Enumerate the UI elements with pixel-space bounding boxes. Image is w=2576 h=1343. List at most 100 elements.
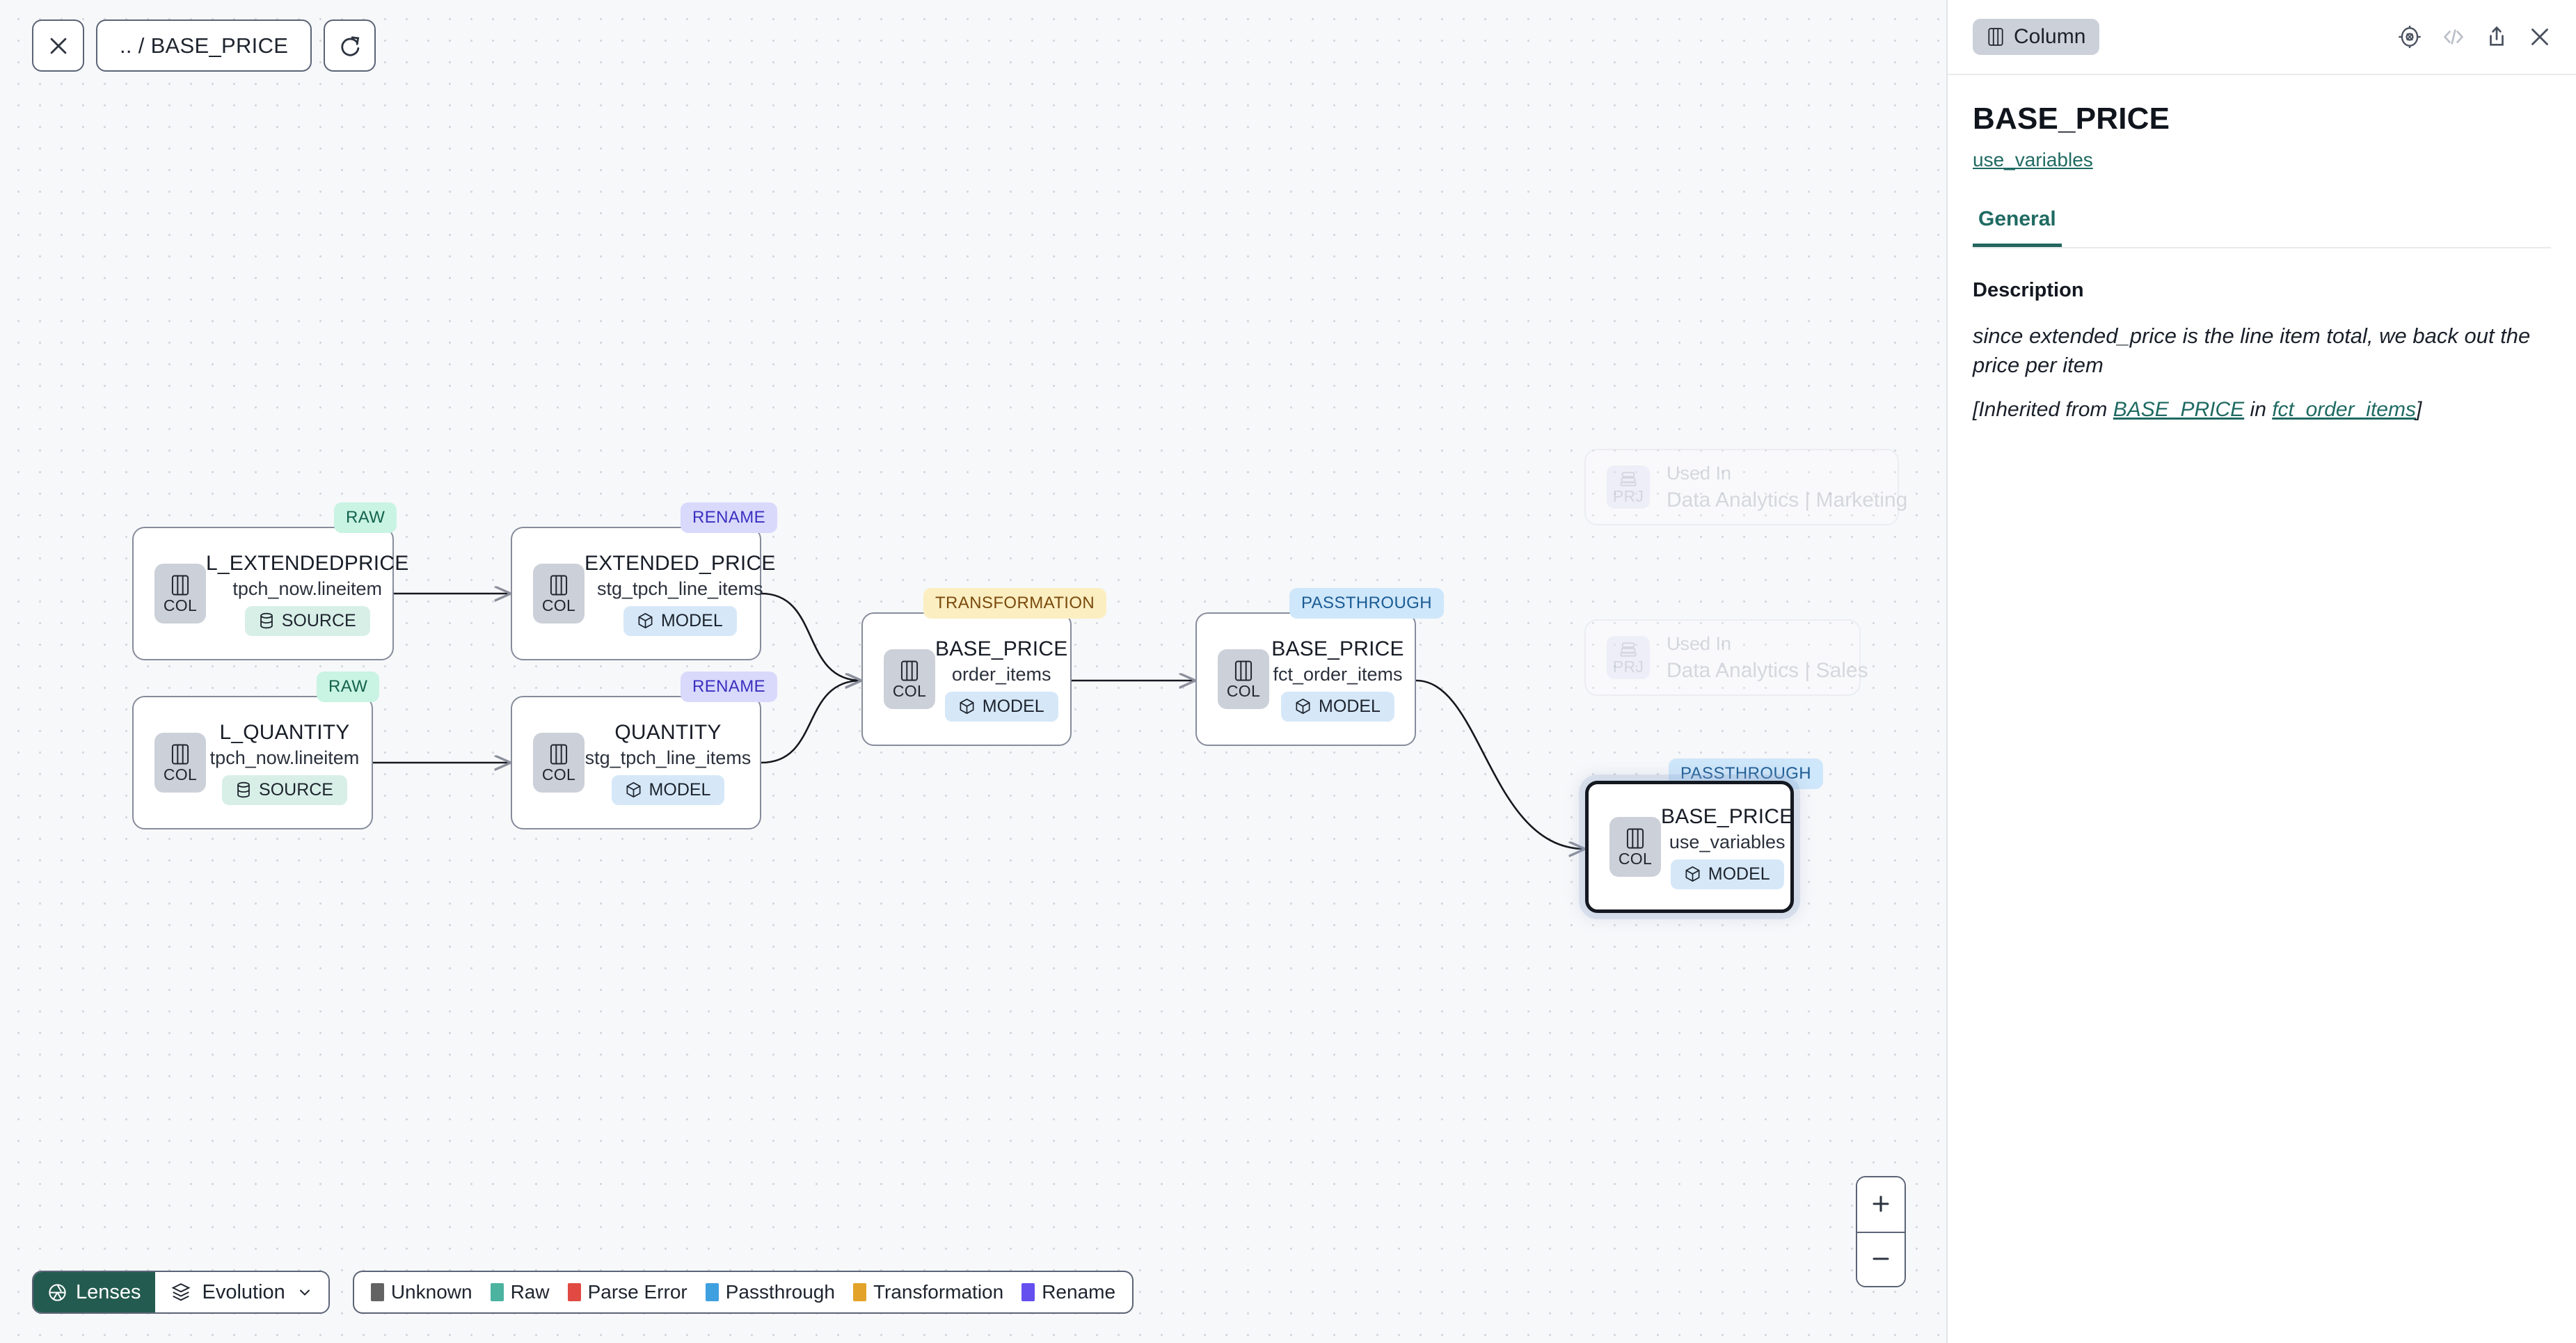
column-icon bbox=[171, 743, 189, 765]
node-title: EXTENDED_PRICE bbox=[585, 551, 776, 575]
column-icon bbox=[550, 574, 568, 596]
node-kind-prj: PRJ bbox=[1607, 466, 1650, 509]
inherited-model-link[interactable]: fct_order_items bbox=[2272, 397, 2416, 421]
details-panel: Column bbox=[1946, 0, 2576, 1343]
node-quantity[interactable]: COL QUANTITY stg_tpch_line_items MODEL bbox=[511, 696, 761, 829]
legend-item-transformation: Transformation bbox=[852, 1281, 1004, 1303]
lenses-control-group: Lenses Evolution bbox=[32, 1271, 330, 1314]
cube-icon bbox=[1685, 866, 1700, 882]
lenses-tag: Lenses bbox=[33, 1272, 155, 1312]
node-title: BASE_PRICE bbox=[1271, 637, 1404, 660]
node-title: QUANTITY bbox=[614, 720, 722, 744]
materialization-label: SOURCE bbox=[281, 610, 356, 630]
details-panel-actions bbox=[2397, 24, 2552, 49]
lineage-canvas[interactable]: RAW COL L_EXTENDEDPRICE tpch_now.lineite… bbox=[0, 0, 1946, 1343]
node-kind-col: COL bbox=[154, 564, 206, 623]
lineage-edges bbox=[373, 0, 1946, 1343]
plus-icon bbox=[1873, 1195, 1889, 1211]
node-l-quantity[interactable]: COL L_QUANTITY tpch_now.lineitem SOURCE bbox=[132, 696, 373, 829]
close-lineage-button[interactable] bbox=[32, 19, 84, 72]
node-l-extendedprice[interactable]: COL L_EXTENDEDPRICE tpch_now.lineitem SO… bbox=[132, 527, 408, 660]
breadcrumb-button[interactable]: .. / BASE_PRICE bbox=[96, 19, 312, 72]
close-icon[interactable] bbox=[2527, 24, 2552, 49]
project-icon bbox=[1620, 642, 1637, 657]
materialization-label: MODEL bbox=[649, 779, 711, 800]
ghost-project-name: Data Analytics | Sales bbox=[1667, 658, 1868, 682]
zoom-out-button[interactable] bbox=[1857, 1232, 1905, 1286]
node-kind-col: COL bbox=[533, 733, 585, 793]
op-badge-passthrough-fct: PASSTHROUGH bbox=[1289, 588, 1444, 619]
materialization-label: SOURCE bbox=[259, 779, 333, 800]
compass-icon-glyph bbox=[2399, 25, 2421, 49]
materialization-chip-source: SOURCE bbox=[222, 774, 347, 805]
entity-type-label: Column bbox=[2014, 25, 2086, 48]
minus-icon bbox=[1873, 1257, 1889, 1260]
legend-swatch bbox=[490, 1283, 504, 1301]
node-kind-col: COL bbox=[533, 564, 585, 623]
node-title: L_EXTENDEDPRICE bbox=[206, 551, 409, 575]
page-title: BASE_PRICE bbox=[1973, 102, 2170, 136]
cube-icon bbox=[638, 612, 653, 629]
materialization-chip-source: SOURCE bbox=[244, 605, 370, 636]
code-icon[interactable] bbox=[2441, 24, 2466, 49]
node-kind-label: COL bbox=[163, 596, 198, 614]
materialization-label: MODEL bbox=[1319, 696, 1381, 716]
column-icon bbox=[1626, 827, 1644, 849]
node-extended-price[interactable]: COL EXTENDED_PRICE stg_tpch_line_items M… bbox=[511, 527, 775, 660]
ghost-node-used-in-marketing[interactable]: PRJ Used In Data Analytics | Marketing bbox=[1584, 449, 1907, 525]
inherited-column-link[interactable]: BASE_PRICE bbox=[2113, 397, 2245, 421]
node-fct-order-items[interactable]: COL BASE_PRICE fct_order_items MODEL bbox=[1195, 612, 1416, 746]
legend-item-raw: Raw bbox=[490, 1281, 550, 1303]
node-kind-col: COL bbox=[884, 649, 935, 709]
column-icon bbox=[900, 660, 919, 681]
materialization-label: MODEL bbox=[660, 610, 723, 630]
column-icon bbox=[171, 574, 189, 596]
legend-label: Unknown bbox=[390, 1281, 472, 1303]
legend-label: Transformation bbox=[873, 1281, 1004, 1303]
legend-label: Rename bbox=[1042, 1281, 1116, 1303]
node-kind-label: COL bbox=[541, 765, 576, 784]
op-badge-rename-quantity: RENAME bbox=[681, 672, 778, 702]
layers-icon bbox=[170, 1283, 191, 1301]
op-badge-rename-extended-price: RENAME bbox=[681, 502, 778, 533]
details-panel-header: Column bbox=[1948, 0, 2576, 75]
entity-type-chip: Column bbox=[1973, 19, 2100, 55]
database-icon bbox=[260, 612, 273, 629]
legend-swatch bbox=[370, 1283, 384, 1301]
compass-icon[interactable] bbox=[2397, 24, 2422, 49]
description-section: Description since extended_price is the … bbox=[1948, 248, 2576, 422]
node-title: BASE_PRICE bbox=[935, 637, 1068, 660]
database-icon bbox=[237, 781, 250, 798]
node-kind-label: PRJ bbox=[1612, 486, 1644, 505]
node-kind-label: COL bbox=[1618, 849, 1653, 868]
zoom-in-button[interactable] bbox=[1857, 1177, 1905, 1232]
tab-general[interactable]: General bbox=[1973, 207, 2062, 247]
code-icon-glyph bbox=[2443, 29, 2464, 45]
parent-model-link[interactable]: use_variables bbox=[1973, 149, 2093, 170]
aperture-icon bbox=[49, 1283, 66, 1301]
node-subtitle: stg_tpch_line_items bbox=[596, 578, 763, 599]
ghost-node-used-in-sales[interactable]: PRJ Used In Data Analytics | Sales bbox=[1584, 619, 1868, 696]
node-kind-label: PRJ bbox=[1612, 657, 1644, 676]
description-text: since extended_price is the line item to… bbox=[1973, 324, 2531, 377]
node-kind-label: COL bbox=[541, 596, 576, 614]
evolution-dropdown[interactable]: Evolution bbox=[154, 1272, 328, 1312]
legend-item-parse-error: Parse Error bbox=[567, 1281, 687, 1303]
node-subtitle: order_items bbox=[951, 663, 1051, 685]
node-kind-prj: PRJ bbox=[1607, 636, 1650, 679]
node-use-variables[interactable]: COL BASE_PRICE use_variables MODEL bbox=[1585, 781, 1794, 913]
description-inherited-note: [Inherited from BASE_PRICE in fct_order_… bbox=[1973, 398, 2551, 422]
refresh-button[interactable] bbox=[324, 19, 376, 72]
node-order-items[interactable]: COL BASE_PRICE order_items MODEL bbox=[861, 612, 1072, 746]
op-badge-raw-extendedprice: RAW bbox=[334, 502, 397, 533]
node-kind-col: COL bbox=[154, 733, 206, 793]
lenses-label: Lenses bbox=[76, 1280, 141, 1303]
description-label: Description bbox=[1973, 279, 2084, 301]
details-panel-body: BASE_PRICE use_variables General bbox=[1948, 75, 2576, 248]
evolution-label: Evolution bbox=[202, 1280, 285, 1303]
close-icon-glyph bbox=[2531, 29, 2548, 45]
node-subtitle: use_variables bbox=[1669, 831, 1786, 852]
share-icon[interactable] bbox=[2485, 25, 2509, 49]
share-icon-glyph bbox=[2490, 26, 2504, 46]
node-kind-label: COL bbox=[1226, 681, 1261, 700]
